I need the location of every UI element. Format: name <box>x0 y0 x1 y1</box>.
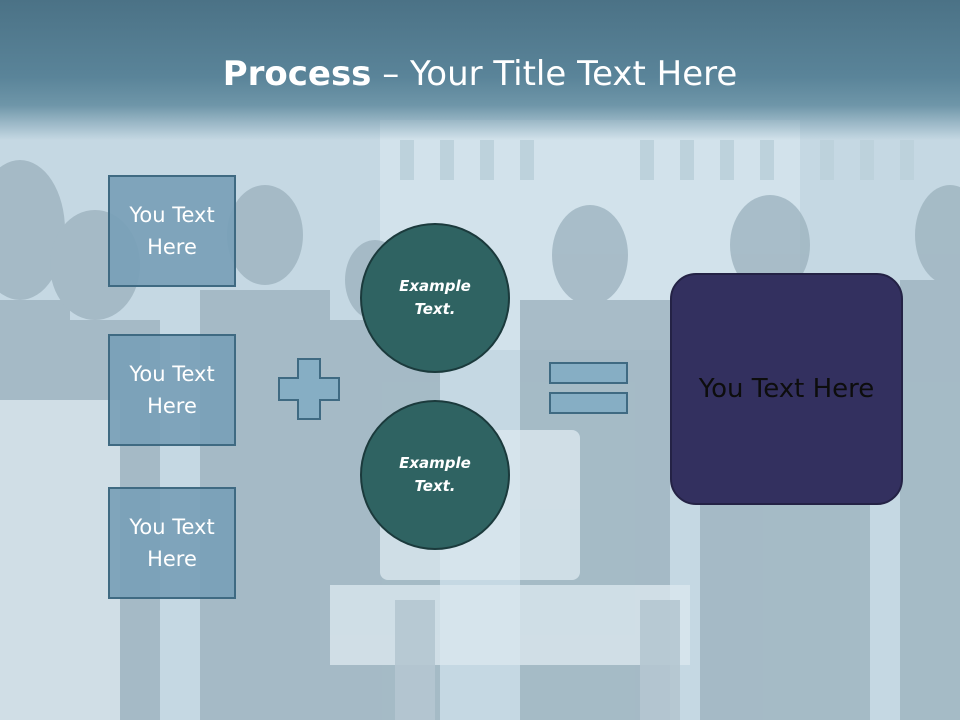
result-box-label: You Text Here <box>698 374 875 404</box>
text-box-1-label: You Text Here <box>129 203 215 259</box>
example-circle-2-label: Example Text. <box>399 454 471 495</box>
example-circle-1[interactable]: Example Text. <box>360 223 510 373</box>
text-box-3[interactable]: You Text Here <box>108 487 236 599</box>
text-box-2[interactable]: You Text Here <box>108 334 236 446</box>
text-box-1[interactable]: You Text Here <box>108 175 236 287</box>
title-bold: Process <box>222 54 372 94</box>
example-circle-2[interactable]: Example Text. <box>360 400 510 550</box>
result-box[interactable]: You Text Here <box>670 273 903 505</box>
plus-icon <box>278 358 340 420</box>
text-box-3-label: You Text Here <box>129 515 215 571</box>
text-box-2-label: You Text Here <box>129 362 215 418</box>
example-circle-1-label: Example Text. <box>399 277 471 318</box>
equals-icon <box>549 362 628 414</box>
slide-title: Process – Your Title Text Here <box>0 50 960 98</box>
title-bar <box>0 0 960 140</box>
title-rest: – Your Title Text Here <box>371 54 738 94</box>
